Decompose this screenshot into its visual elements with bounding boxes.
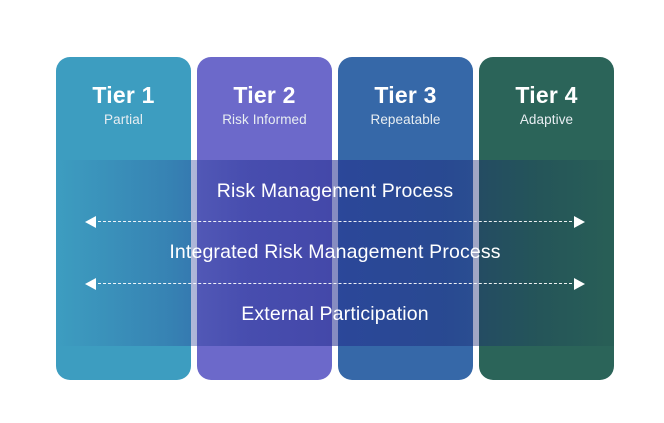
tier-1-subtitle: Partial — [104, 112, 143, 128]
tier-4-title: Tier 4 — [515, 82, 578, 108]
tier-3-subtitle: Repeatable — [370, 112, 441, 128]
tier-2-subtitle: Risk Informed — [222, 112, 307, 128]
tier-card-row: Tier 1 Partial Tier 2 Risk Informed Tier… — [56, 57, 614, 380]
tier-card-4[interactable]: Tier 4 Adaptive — [479, 57, 614, 380]
tier-card-2[interactable]: Tier 2 Risk Informed — [197, 57, 332, 380]
tier-2-title: Tier 2 — [233, 82, 296, 108]
tier-1-title: Tier 1 — [92, 82, 155, 108]
tier-4-subtitle: Adaptive — [519, 112, 574, 128]
tier-card-3[interactable]: Tier 3 Repeatable — [338, 57, 473, 380]
tier-3-title: Tier 3 — [374, 82, 437, 108]
tier-card-1[interactable]: Tier 1 Partial — [56, 57, 191, 380]
